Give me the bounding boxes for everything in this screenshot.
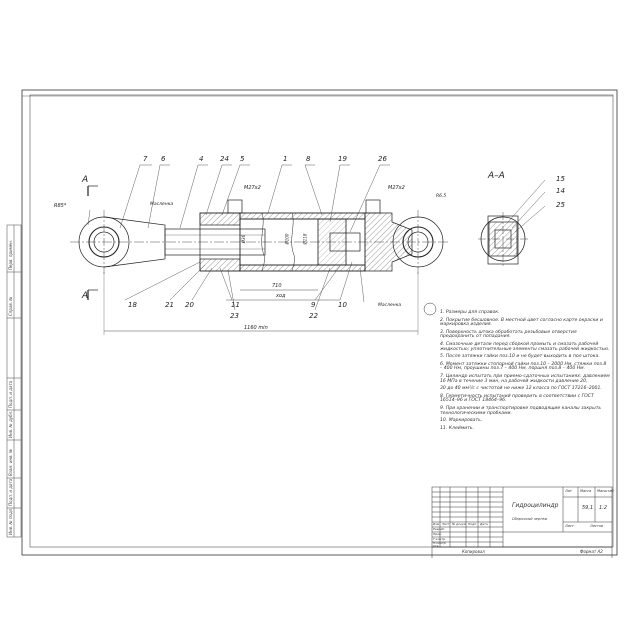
row-label-sign: Подп.: [468, 522, 478, 526]
role-prov: Пров.: [433, 532, 442, 536]
note-4: 4. Смазочные детали перед сборкой промыт…: [440, 341, 610, 352]
callout-11: 11: [231, 301, 240, 309]
callout-20: 20: [185, 301, 194, 309]
side-strip-label-5: Взам. инв. №: [8, 448, 13, 476]
side-strip-label-1: Перв. примен.: [8, 239, 13, 270]
callout-10: 10: [338, 301, 347, 309]
sheets-label: Листов: [590, 524, 604, 528]
callout-8: 8: [306, 155, 311, 163]
side-strip: [6, 224, 22, 538]
grease-right-label: Масленка: [378, 303, 402, 308]
callout-5: 5: [240, 155, 245, 163]
title-name: Гидроцилиндр: [512, 502, 559, 509]
scale-value: 1:2: [599, 505, 608, 511]
copied-label: Копировал: [462, 549, 485, 554]
note-6: 6. Момент затяжки стопорной гайки поз.10…: [440, 361, 607, 372]
title-subname: Сборочный чертеж: [512, 517, 548, 521]
note-7b: 30 до 40 мм²/с с чистотой не ниже 12 кла…: [440, 386, 602, 392]
callout-23: 23: [230, 312, 239, 320]
callout-14: 14: [556, 187, 565, 195]
dim-total-label: 1160 min: [244, 325, 268, 331]
side-strip-label-4: Инв. № дубл.: [8, 410, 13, 438]
callout-6: 6: [161, 155, 166, 163]
side-strip-label-2: Справ. №: [8, 296, 13, 316]
callout-9: 9: [311, 301, 316, 309]
row-label-doc: № докум.: [452, 522, 467, 526]
note-5: 5. После затяжки гайки поз.10 и не будет…: [440, 354, 600, 360]
note-8: 8. Герметичность испытаний проверить в с…: [440, 393, 594, 404]
diam-rod-label: Ø36: [241, 234, 247, 244]
row-label-izm: Изм.: [433, 522, 441, 526]
inner-frame: [29, 94, 614, 548]
row-label-list: Лист: [442, 522, 450, 526]
note-1: 1. Размеры для справок.: [440, 310, 500, 315]
side-strip-label-3: Подп. и дата: [8, 380, 13, 408]
leader-lines: [87, 164, 546, 311]
note-2: 2. Покрытие бесшовное. В местной цвет со…: [440, 317, 603, 328]
role-utv: Утв.: [433, 544, 440, 548]
view-label-a-bottom: A: [82, 291, 89, 301]
surface-mark: [423, 302, 437, 316]
note-7: 7. Цилиндр испытать при приемо-сдаточных…: [440, 373, 610, 384]
callout-24: 24: [220, 155, 229, 163]
row-label-date: Дата: [480, 522, 488, 526]
scale-label: Масштаб: [597, 489, 614, 493]
callout-18: 18: [128, 301, 137, 309]
side-strip-label-6: Подп. и дата: [8, 478, 13, 506]
callout-4: 4: [199, 155, 204, 163]
dim-stroke-label: 710: [272, 283, 282, 289]
callout-22: 22: [309, 312, 318, 320]
outer-border: [21, 89, 618, 556]
cylinder-assembly: [70, 185, 528, 335]
thread-left-label: М27х2: [244, 185, 261, 191]
ball-size-label: R85*: [54, 203, 67, 209]
callout-15: 15: [556, 175, 565, 183]
note-10: 10. Маркировать.: [440, 418, 483, 424]
callout-1: 1: [283, 155, 288, 163]
role-razrab: Разраб.: [433, 527, 445, 531]
angle-label: R6.5: [436, 194, 447, 199]
sheet-label: Лист: [565, 524, 574, 528]
side-strip-label-7: Инв. № подл.: [8, 507, 13, 535]
grease-left-label: Масленка: [150, 202, 174, 207]
thread-right-label: М27х2: [388, 185, 405, 191]
diam-bore-label: Ø100: [284, 233, 290, 245]
callout-7: 7: [143, 155, 148, 163]
technical-notes: 1. Размеры для справок. 2. Покрытие бесш…: [440, 310, 610, 431]
title-block: [431, 486, 613, 558]
note-3: 3. Поверхность штока обработать резьбовы…: [440, 329, 577, 340]
mass-label: Масса: [580, 489, 592, 493]
callout-26: 26: [378, 155, 387, 163]
dim-xod-label: ход: [276, 293, 286, 299]
lit-label: Лит: [565, 489, 572, 493]
view-label-a-top: A: [82, 175, 89, 185]
callout-25: 25: [556, 201, 565, 209]
diam-outer-label: Ø118: [302, 233, 308, 245]
role-tkontr: Т.контр.: [433, 537, 447, 541]
format-label: Формат А2: [580, 549, 603, 554]
callout-21: 21: [165, 301, 174, 309]
note-9: 9. При хранении и транспортировке подвод…: [440, 405, 602, 416]
section-label: А–А: [488, 171, 505, 181]
role-nkontr: Н.контр.: [433, 541, 447, 545]
note-11: 11. Клеймить.: [440, 425, 475, 431]
callout-19: 19: [338, 155, 347, 163]
mass-value: 59,1: [582, 505, 594, 511]
